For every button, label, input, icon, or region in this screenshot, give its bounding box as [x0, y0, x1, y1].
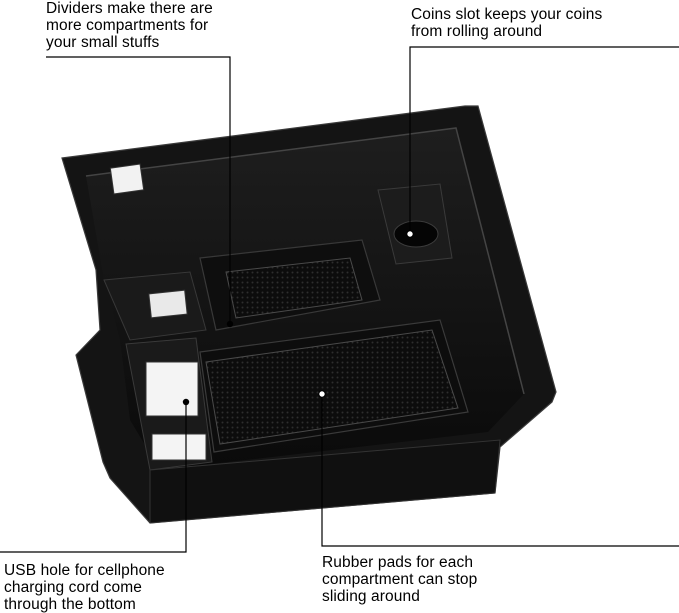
corner-notch [109, 163, 145, 195]
lower-rubber-pad [205, 329, 459, 445]
left-ledge-cutout [148, 289, 188, 319]
callout-dividers-text: Dividers make there are more compartment… [46, 0, 213, 51]
callout-usb-text: USB hole for cellphone charging cord com… [4, 562, 165, 613]
callout-line-usb [0, 402, 187, 553]
callout-line-coins [409, 46, 679, 234]
callout-rubber-text: Rubber pads for each compartment can sto… [322, 554, 478, 605]
callout-coins-text: Coins slot keeps your coins from rolling… [411, 6, 603, 40]
tray-front [149, 439, 501, 524]
usb-hole-lower [151, 433, 207, 461]
callout-dot-dividers [226, 320, 234, 328]
tray-rim [85, 127, 525, 395]
callout-line-dividers [46, 56, 231, 324]
callout-line-rubber [321, 394, 679, 547]
callout-dot-usb [182, 398, 190, 406]
coin-slot-hole [393, 220, 439, 248]
usb-hole-upper [145, 361, 199, 417]
callout-dot-rubber [318, 390, 326, 398]
callout-dot-coins [406, 230, 414, 238]
upper-rubber-pad [225, 257, 363, 319]
